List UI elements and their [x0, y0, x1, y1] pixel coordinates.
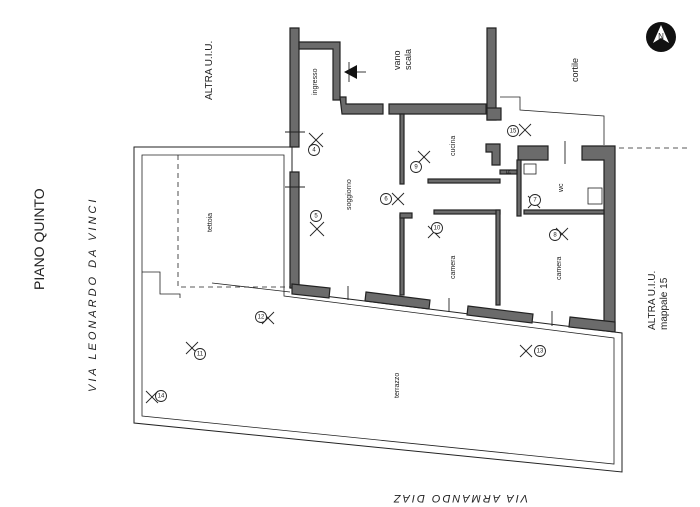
room-camera-b: camera — [556, 257, 563, 280]
north-arrow-icon: N — [646, 22, 676, 52]
viewpoint-9-label: 9 — [414, 165, 418, 171]
wall-pillar — [486, 107, 502, 121]
viewpoint-15-label: 15 — [510, 129, 517, 135]
viewpoint-14: 14 — [145, 390, 167, 404]
viewpoint-4: 4 — [308, 132, 324, 156]
room-wc: wc — [558, 183, 565, 193]
wall-stub — [399, 212, 413, 219]
viewpoint-4-label: 4 — [312, 148, 316, 154]
viewpoint-5: 5 — [309, 210, 325, 237]
viewpoint-12: 12 — [255, 311, 275, 325]
wall-soggiorno-camera — [399, 214, 405, 296]
stair-label-line2: scala — [403, 49, 413, 70]
viewpoint-13-label: 13 — [537, 349, 544, 355]
wall-camera-north — [433, 209, 501, 215]
viewpoint-13: 13 — [519, 344, 546, 358]
viewpoint-15: 15 — [507, 123, 532, 137]
floor-title: PIANO QUINTO — [31, 188, 47, 290]
viewpoint-6-label: 6 — [384, 197, 388, 203]
wall-camera-divider — [495, 209, 501, 306]
street-bottom: VIA ARMANDO DIAZ — [392, 492, 528, 504]
terrace-outline — [133, 146, 623, 473]
stair-label-line1: vano — [392, 50, 402, 70]
marker-r: R — [506, 169, 513, 174]
neighbor-right-line2: mappale 15 — [659, 277, 670, 330]
viewpoint-12-label: 12 — [258, 315, 265, 321]
wall-west — [289, 27, 300, 289]
viewpoint-7: 7 — [527, 194, 541, 209]
wall-stair — [339, 96, 487, 115]
viewpoint-11-label: 11 — [197, 352, 204, 358]
room-soggiorno: soggiorno — [346, 179, 353, 210]
wc-fixtures — [523, 163, 603, 205]
room-ingresso: ingresso — [312, 68, 319, 95]
room-terrazzo: terrazzo — [394, 373, 401, 398]
wall-soggiorno-cucina — [399, 113, 405, 185]
terrace-step — [142, 271, 181, 298]
wall-cucina-south — [427, 178, 501, 184]
parapet-line — [211, 282, 291, 293]
street-left: VIA LEONARDO DA VINCI — [87, 197, 99, 392]
room-camera-a: camera — [450, 256, 457, 279]
viewpoint-10-label: 10 — [434, 226, 441, 232]
courtyard-label: cortile — [570, 58, 580, 82]
neighbor-right-line1: ALTRA U.I.U. — [647, 271, 658, 330]
viewpoint-7-label: 7 — [533, 198, 537, 204]
viewpoint-8: 8 — [549, 227, 569, 241]
viewpoint-6: 6 — [380, 192, 405, 206]
entrance-arrow — [344, 62, 366, 82]
wall-wc-west — [516, 159, 522, 217]
wall-entry — [298, 41, 341, 101]
viewpoint-10: 10 — [427, 222, 443, 239]
viewpoint-11: 11 — [185, 341, 206, 360]
neighbor-top: ALTRA U.I.U. — [204, 41, 215, 100]
wall-wc-south — [523, 209, 605, 215]
window-marks — [285, 131, 566, 326]
courtyard-boundary — [500, 96, 605, 145]
wall-kitchen-corner — [485, 143, 501, 166]
viewpoint-8-label: 8 — [553, 233, 557, 239]
viewpoint-5-label: 5 — [314, 214, 318, 220]
wall-hall — [499, 169, 518, 175]
viewpoint-9: 9 — [410, 150, 431, 173]
room-tettoia: tettoia — [207, 213, 214, 232]
tettoia-outline — [177, 155, 290, 288]
wall-south — [291, 283, 616, 333]
terrace-inner-outline — [141, 154, 615, 465]
room-cucina: cucina — [450, 136, 457, 156]
viewpoint-14-label: 14 — [158, 394, 165, 400]
wall-east-stair — [486, 27, 497, 121]
north-label: N — [658, 32, 664, 41]
